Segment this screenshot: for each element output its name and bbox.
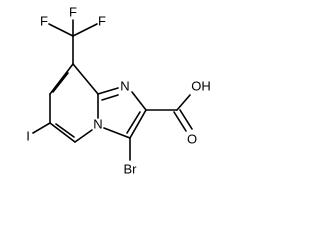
bond-c-oh: [176, 94, 191, 111]
bond-c5-n4: [74, 129, 93, 143]
bond-lines: [32, 19, 193, 161]
hydroxyl-label: OH: [191, 79, 211, 94]
bond-c8-c7: [49, 63, 74, 95]
bond-c-f-left: [48, 23, 74, 37]
bond-c3-n4: [103, 127, 131, 139]
bond-c8a-n1: [97, 87, 119, 95]
chemical-structure: F F F I Br N N OH O: [26, 5, 211, 177]
iodine-label: I: [26, 129, 30, 144]
ring-nitrogen-label: N: [120, 79, 129, 94]
bond-c6-c5-inner: [55, 123, 75, 138]
bond-n1-c2: [131, 91, 147, 111]
carbonyl-oxygen-label: O: [187, 132, 197, 147]
bond-c-f-right: [72, 23, 98, 37]
fluorine-label: F: [98, 14, 106, 29]
bond-c6-c5: [49, 122, 76, 143]
fluorine-label: F: [69, 5, 77, 20]
bromine-label: Br: [124, 162, 138, 177]
bond-c2-c3-inner: [126, 111, 141, 134]
bond-c8-c7-inner: [52, 72, 69, 93]
bond-c2-c3: [129, 109, 147, 139]
fluorine-label: F: [40, 14, 48, 29]
bond-c6-i: [32, 122, 51, 134]
bond-c8a-n1-inner: [101, 94, 119, 101]
bond-c-o-double-a: [173, 111, 187, 132]
bond-c-o-double-b: [179, 109, 193, 130]
bridgehead-nitrogen-label: N: [93, 117, 102, 132]
bond-c8a-c8: [72, 63, 99, 95]
atom-labels: F F F I Br N N OH O: [26, 5, 211, 177]
